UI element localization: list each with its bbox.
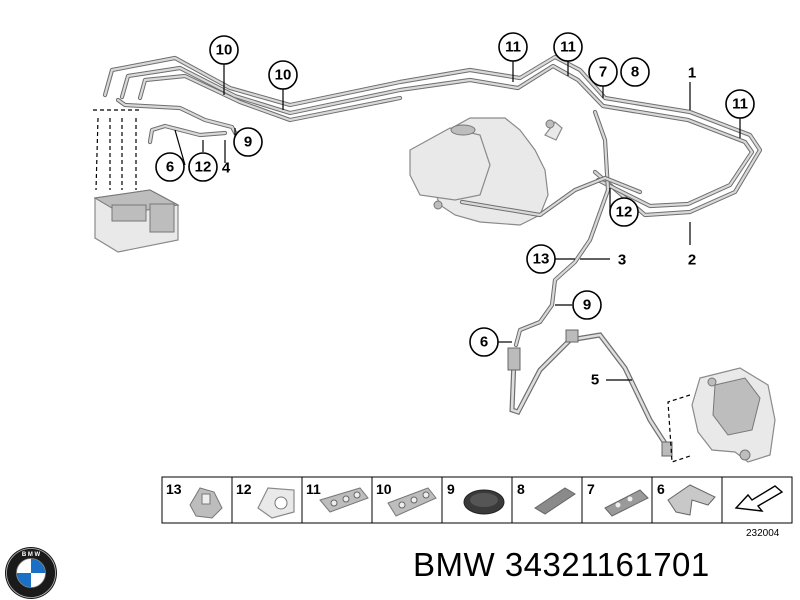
logo-text: B M W (22, 552, 41, 558)
callout-label: 6 (166, 159, 174, 176)
callout-label: 11 (560, 39, 576, 56)
arrow-icon (734, 485, 784, 512)
grommet-9-icon (463, 489, 505, 515)
brake-hose (507, 329, 673, 457)
callout-9a: 9 (233, 127, 263, 157)
callout-7: 7 (588, 57, 618, 87)
legend-num-11: 11 (306, 481, 321, 497)
callout-10b: 10 (268, 60, 298, 90)
part-number-caption: BMW 34321161701 (413, 546, 710, 583)
brake-caliper (691, 367, 776, 463)
callout-11b: 11 (553, 32, 583, 62)
label-1: 1 (688, 65, 696, 82)
callout-label: 9 (583, 297, 591, 314)
callout-label: 7 (599, 64, 607, 81)
callout-6a: 6 (155, 152, 185, 182)
callout-8: 8 (620, 57, 650, 87)
legend-num-7: 7 (587, 481, 595, 497)
callout-label: 10 (216, 42, 233, 59)
callout-12a: 12 (188, 152, 218, 182)
legend-num-6: 6 (657, 481, 665, 497)
legend-num-10: 10 (376, 481, 392, 497)
pad-8-icon (534, 487, 576, 515)
callout-label: 12 (195, 159, 212, 176)
label-3: 3 (618, 252, 626, 269)
callout-9b: 9 (572, 290, 602, 320)
clip-12-icon (257, 487, 295, 519)
callout-13: 13 (526, 244, 556, 274)
leader-lines (174, 60, 741, 381)
abs-unit (93, 189, 180, 253)
legend-num-8: 8 (517, 481, 525, 497)
callout-label: 11 (732, 96, 748, 113)
callout-label: 13 (533, 251, 550, 268)
callout-label: 12 (616, 204, 633, 221)
callout-11a: 11 (498, 32, 528, 62)
clip-10-icon (387, 487, 437, 517)
legend-num-13: 13 (166, 481, 182, 497)
label-4: 4 (222, 160, 231, 177)
dashed-connections (93, 109, 691, 463)
bmw-roundel-icon: B M W (5, 547, 57, 599)
callout-label: 11 (505, 39, 521, 56)
callout-label: 9 (244, 134, 252, 151)
callout-6b: 6 (469, 327, 499, 357)
legend-num-9: 9 (447, 481, 455, 497)
parts-legend: 13 12 11 10 9 8 7 6 (161, 476, 793, 524)
clip-11-icon (319, 487, 369, 513)
callout-label: 6 (480, 334, 488, 351)
legend-num-12: 12 (236, 481, 252, 497)
callout-10a: 10 (209, 35, 239, 65)
bracket-6-icon (667, 484, 716, 516)
brake-booster (409, 117, 563, 226)
diagram-code: 232004 (746, 528, 780, 539)
clip-13-icon (189, 487, 223, 519)
callout-12b: 12 (609, 197, 639, 227)
callout-label: 10 (275, 67, 292, 84)
label-2: 2 (688, 252, 696, 269)
label-5: 5 (591, 372, 599, 389)
holder-7-icon (604, 489, 649, 517)
callout-label: 8 (631, 64, 639, 81)
brake-pipes (102, 54, 763, 348)
callout-11c: 11 (725, 89, 755, 119)
